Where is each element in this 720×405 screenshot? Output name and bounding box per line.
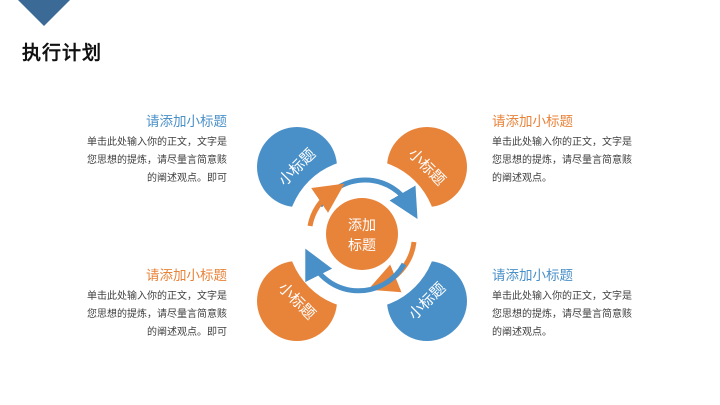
block-line: 您思想的提炼，请尽量言简意赅 <box>492 309 632 320</box>
text-block-bottom-right: 请添加小标题 单击此处输入你的正文，文字是 您思想的提炼，请尽量言简意赅 的阐述… <box>492 267 667 342</box>
text-block-top-left: 请添加小标题 单击此处输入你的正文，文字是 您思想的提炼，请尽量言简意赅 的阐述… <box>52 113 227 188</box>
cycle-diagram: 小标题 小标题 小标题 小标题 添加 标题 <box>257 127 467 341</box>
block-body: 单击此处输入你的正文，文字是 您思想的提炼，请尽量言简意赅 的阐述观点。 <box>492 134 667 188</box>
block-body: 单击此处输入你的正文，文字是 您思想的提炼，请尽量言简意赅 的阐述观点。即可 <box>52 134 227 188</box>
block-heading: 请添加小标题 <box>146 114 227 130</box>
block-line: 的阐述观点。 <box>492 327 552 338</box>
center-label-line2: 标题 <box>348 238 376 254</box>
text-block-top-right: 请添加小标题 单击此处输入你的正文，文字是 您思想的提炼，请尽量言简意赅 的阐述… <box>492 113 667 188</box>
block-line: 单击此处输入你的正文，文字是 <box>492 291 632 302</box>
page-title: 执行计划 <box>22 42 103 64</box>
block-line: 的阐述观点。即可 <box>147 173 227 184</box>
block-line: 您思想的提炼，请尽量言简意赅 <box>87 155 227 166</box>
corner-triangle <box>18 0 70 26</box>
block-line: 的阐述观点。 <box>492 173 552 184</box>
block-heading: 请添加小标题 <box>146 268 227 284</box>
block-line: 您思想的提炼，请尽量言简意赅 <box>492 155 632 166</box>
block-line: 单击此处输入你的正文，文字是 <box>492 137 632 148</box>
block-line: 您思想的提炼，请尽量言简意赅 <box>87 309 227 320</box>
block-line: 单击此处输入你的正文，文字是 <box>87 291 227 302</box>
arrow-left <box>307 183 345 227</box>
block-body: 单击此处输入你的正文，文字是 您思想的提炼，请尽量言简意赅 的阐述观点。 <box>492 288 667 342</box>
arrow-bottom <box>305 248 407 294</box>
block-heading: 请添加小标题 <box>492 268 573 284</box>
center-label-line1: 添加 <box>348 218 376 234</box>
text-block-bottom-left: 请添加小标题 单击此处输入你的正文，文字是 您思想的提炼，请尽量言简意赅 的阐述… <box>52 267 227 342</box>
block-line: 单击此处输入你的正文，文字是 <box>87 137 227 148</box>
block-body: 单击此处输入你的正文，文字是 您思想的提炼，请尽量言简意赅 的阐述观点。即可 <box>52 288 227 342</box>
corner-decoration <box>18 0 70 26</box>
block-heading: 请添加小标题 <box>492 114 573 130</box>
center-circle <box>326 198 398 270</box>
block-line: 的阐述观点。即可 <box>147 327 227 338</box>
